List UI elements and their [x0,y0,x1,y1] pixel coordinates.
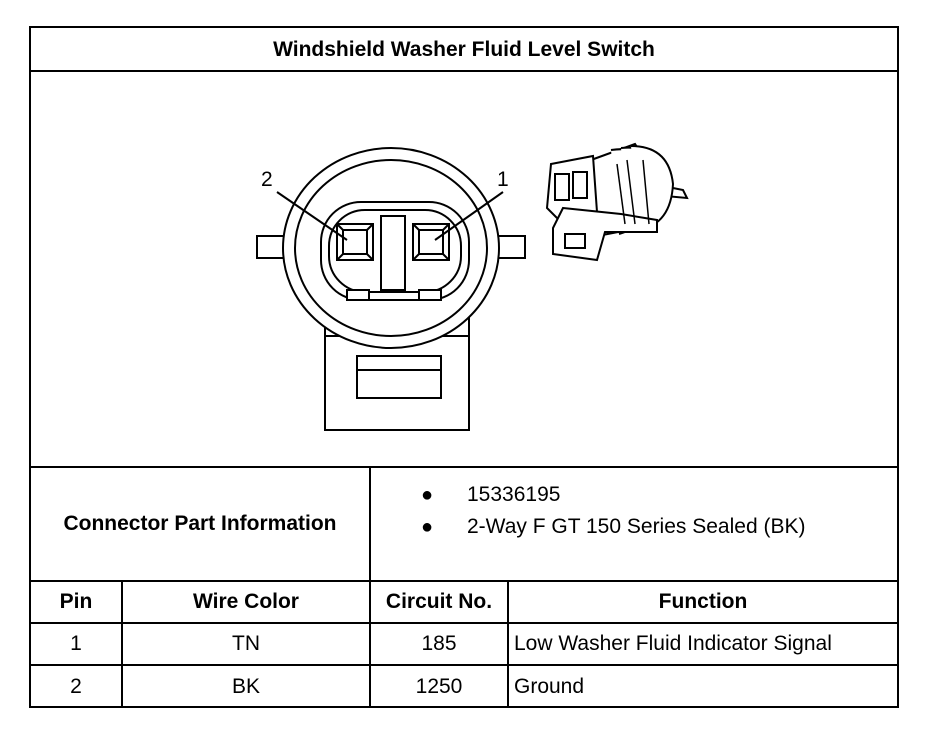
table-cell-pin: 1 [70,632,82,655]
column-header-function: Function [658,590,748,613]
connector-drawing [256,142,689,431]
divider [507,582,509,708]
bullet-icon: ● [421,515,434,538]
pin-1-callout: 1 [497,168,509,191]
table-cell-wire-color: TN [232,632,260,655]
table-cell-pin: 2 [70,675,82,698]
table-cell-circuit: 1250 [415,675,463,698]
divider [31,664,897,666]
connector-description: 2-Way F GT 150 Series Sealed (BK) [467,515,806,538]
connector-end-view-sheet: Windshield Washer Fluid Level Switch [29,26,899,708]
column-header-circuit-no: Circuit No. [385,590,493,613]
bullet-icon: ● [421,483,434,506]
connector-part-info-label: Connector Part Information [63,512,337,535]
connector-diagram: 2 1 [31,74,897,466]
table-cell-function: Ground [514,675,585,698]
divider [369,582,371,708]
table-cell-circuit: 185 [421,632,457,655]
table-cell-function: Low Washer Fluid Indicator Signal [514,632,832,655]
pin-2-callout: 2 [261,168,273,191]
column-header-wire-color: Wire Color [193,590,299,613]
divider [31,580,897,582]
divider [31,622,897,624]
part-number: 15336195 [467,483,561,506]
list-item: ● 2-Way F GT 150 Series Sealed (BK) [421,511,891,543]
divider [369,468,371,580]
divider [31,466,897,468]
divider [121,582,123,708]
list-item: ● 15336195 [421,479,891,511]
page-title: Windshield Washer Fluid Level Switch [273,38,655,61]
divider [31,70,897,72]
column-header-pin: Pin [59,590,93,613]
connector-part-info-list: ● 15336195 ● 2-Way F GT 150 Series Seale… [421,479,891,543]
table-cell-wire-color: BK [231,675,260,698]
